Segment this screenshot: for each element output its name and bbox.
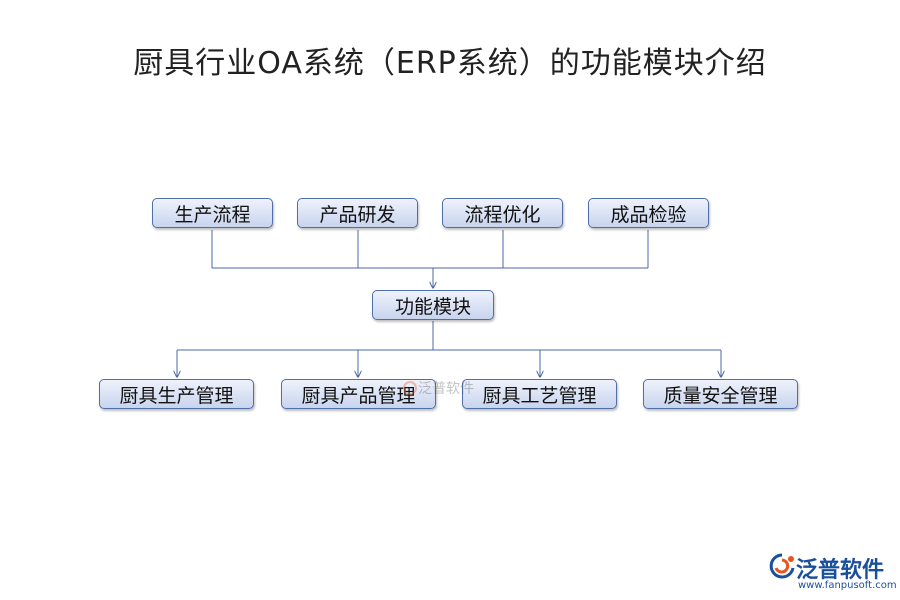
node-product-rd: 产品研发	[297, 198, 418, 228]
node-process-optimization: 流程优化	[442, 198, 563, 228]
node-quality-safety-mgmt: 质量安全管理	[643, 379, 798, 409]
brand-logo: 泛普软件 www.fanpusoft.com	[768, 548, 898, 596]
node-function-modules: 功能模块	[372, 290, 494, 320]
watermark: 泛普软件	[402, 378, 474, 398]
brand-url: www.fanpusoft.com	[798, 580, 897, 591]
node-finished-inspection: 成品检验	[588, 198, 709, 228]
brand-name: 泛普软件	[796, 558, 885, 583]
node-production-process: 生产流程	[152, 198, 273, 228]
node-kitchenware-craft-mgmt: 厨具工艺管理	[462, 379, 617, 409]
node-kitchenware-product-mgmt: 厨具产品管理	[281, 379, 436, 409]
watermark-text: 泛普软件	[418, 381, 474, 397]
brand-logo-icon	[769, 553, 795, 579]
node-kitchenware-production-mgmt: 厨具生产管理	[99, 379, 254, 409]
page-title: 厨具行业OA系统（ERP系统）的功能模块介绍	[133, 46, 767, 81]
watermark-logo-icon	[403, 381, 417, 395]
